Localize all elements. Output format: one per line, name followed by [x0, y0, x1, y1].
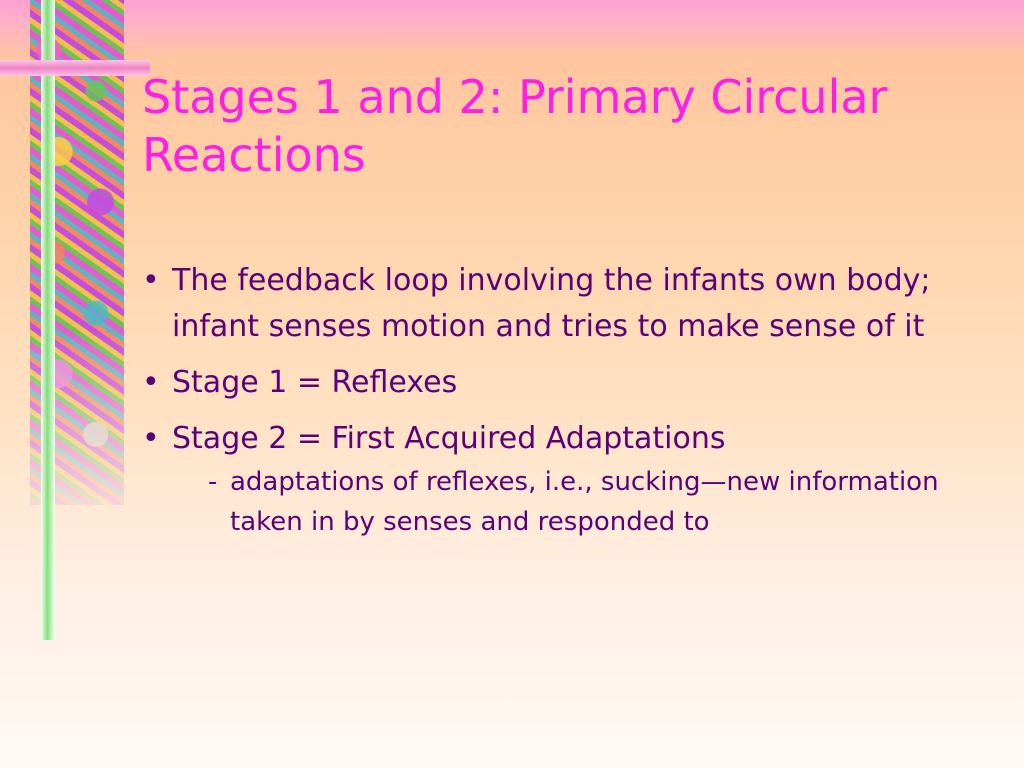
bullet-item: • Stage 1 = Reflexes	[142, 360, 1012, 406]
sub-bullet-item: - adaptations of reflexes, i.e., sucking…	[188, 462, 1012, 542]
decorative-horizontal-bar	[0, 60, 150, 76]
sub-bullet-marker: -	[208, 467, 218, 497]
sub-bullet-list: - adaptations of reflexes, i.e., sucking…	[172, 462, 1012, 542]
bullet-text: The feedback loop involving the infants …	[172, 263, 931, 344]
bullet-item: • The feedback loop involving the infant…	[142, 258, 1012, 350]
bullet-item: • Stage 2 = First Acquired Adaptations -…	[142, 416, 1012, 542]
decorative-vertical-bar	[41, 0, 55, 640]
bullet-marker: •	[142, 421, 160, 456]
bullet-text: Stage 2 = First Acquired Adaptations	[172, 421, 726, 456]
bullet-marker: •	[142, 263, 160, 298]
bullet-list: • The feedback loop involving the infant…	[142, 258, 1012, 552]
slide-title: Stages 1 and 2: Primary Circular Reactio…	[142, 70, 888, 182]
bullet-text: Stage 1 = Reflexes	[172, 365, 458, 400]
bullet-marker: •	[142, 365, 160, 400]
sub-bullet-text: adaptations of reflexes, i.e., sucking—n…	[230, 467, 939, 537]
